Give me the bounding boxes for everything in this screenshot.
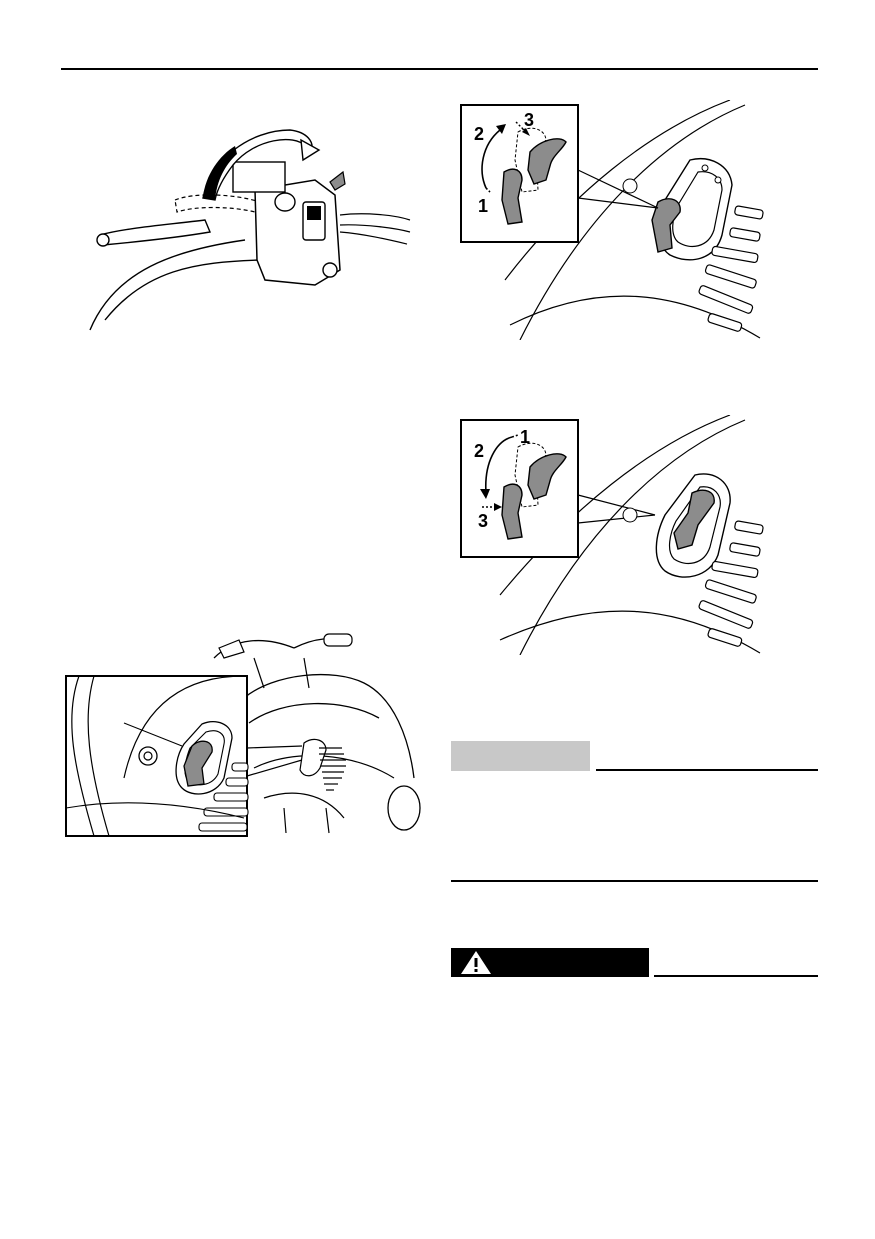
- figure-lever-positions-2: 2 1 3: [460, 415, 782, 655]
- warning-triangle-icon: [461, 951, 491, 974]
- figure-vehicle-overview: [64, 628, 424, 838]
- position-label-2: 2: [474, 124, 484, 144]
- header-rule: [61, 68, 818, 70]
- lever-panel-illustration-2: 2 1 3: [460, 415, 764, 655]
- handlebar-switch-illustration: [89, 129, 411, 331]
- position-label-3: 3: [478, 511, 488, 531]
- lever-panel-illustration-1: 2 3 1: [460, 100, 764, 340]
- position-label-1: 1: [478, 196, 488, 216]
- position-label-2: 2: [474, 441, 484, 461]
- figure-lever-positions-1: 2 3 1: [460, 100, 782, 340]
- warning-heading-rule: [654, 975, 818, 977]
- note-heading-box: [451, 741, 590, 771]
- vehicle-overview-illustration: [65, 633, 421, 837]
- position-label-3: 3: [524, 110, 534, 130]
- note-end-rule: [451, 880, 818, 882]
- figure-handlebar-switch: [85, 120, 415, 335]
- position-label-1: 1: [520, 427, 530, 447]
- note-heading-rule: [596, 769, 818, 771]
- warning-heading-box: [451, 948, 649, 977]
